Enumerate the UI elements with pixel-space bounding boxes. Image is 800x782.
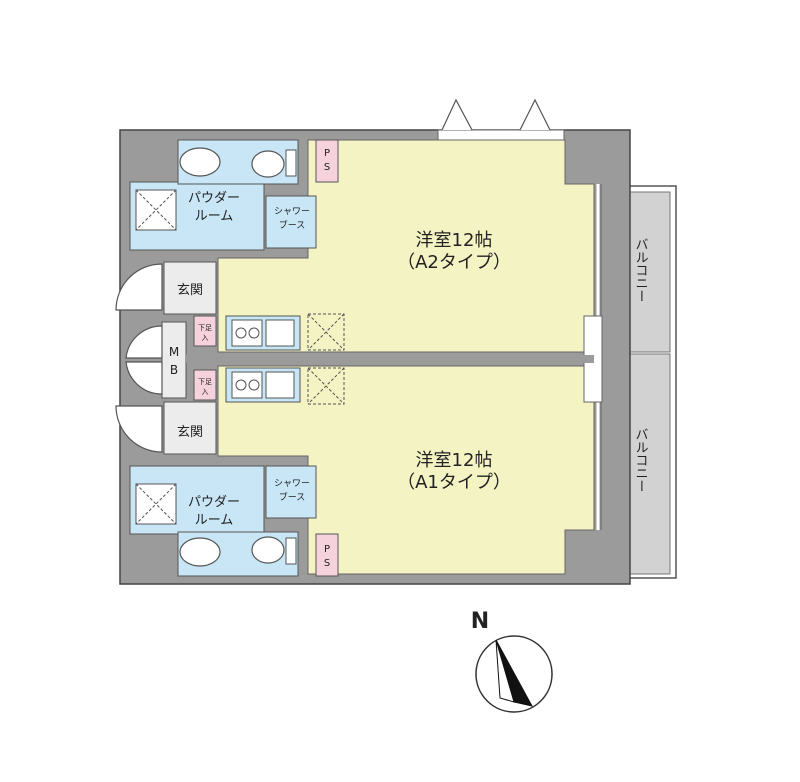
washbasin-bottom-x2 xyxy=(135,483,177,525)
top-window xyxy=(437,129,565,141)
pipe-space-bottom-line2: S xyxy=(324,558,330,569)
meter-box-line1: M xyxy=(169,345,179,359)
western-room-a2-type: （A2タイプ） xyxy=(397,252,511,273)
washbasin-bottom xyxy=(135,483,177,525)
washbasin-bottom-x1 xyxy=(135,483,177,525)
pipe-space-top-line2: S xyxy=(324,162,330,173)
sink-bottom xyxy=(179,537,221,567)
shoe-box-top-line2: 入 xyxy=(202,334,209,342)
entrance-top-label: 玄関 xyxy=(177,283,203,298)
powder-room-top-line2: ルーム xyxy=(195,209,234,224)
mb-door-top xyxy=(125,325,163,359)
shower-booth-bottom xyxy=(265,465,317,519)
shoe-box-top-line1: 下足 xyxy=(198,324,212,332)
fridge-space-top xyxy=(307,313,345,351)
entrance-bottom xyxy=(163,401,217,455)
entrance-bottom-label: 玄関 xyxy=(177,425,203,440)
door-swing-top-left xyxy=(441,98,473,131)
shower-booth-top xyxy=(265,195,317,249)
shoe-box-top xyxy=(193,315,217,347)
toilet-tank-top xyxy=(285,149,297,177)
entrance-door-top xyxy=(115,263,163,311)
shower-booth-top-line2: ブース xyxy=(279,219,306,231)
powder-room-top-line1: パウダー xyxy=(188,191,240,206)
door-swing-top-right xyxy=(519,98,551,131)
stove-bottom-icon xyxy=(231,371,295,399)
western-room-a1-name: 洋室12帖 xyxy=(416,450,493,471)
shower-booth-bottom-line1: シャワー xyxy=(274,479,310,489)
western-room-a1-type: （A1タイプ） xyxy=(397,472,511,493)
balcony-bottom-label: バルコニー xyxy=(633,428,649,493)
toilet-bottom xyxy=(251,536,285,564)
shower-booth-bottom-line2: ブース xyxy=(279,491,306,503)
fridge-space-bottom xyxy=(307,367,345,405)
pipe-space-bottom xyxy=(315,533,339,577)
shoe-box-bottom-line2: 入 xyxy=(202,388,209,396)
toilet-top xyxy=(251,150,285,178)
pipe-space-top-line1: P xyxy=(324,148,330,159)
shoe-box-bottom xyxy=(193,369,217,401)
meter-box xyxy=(161,321,187,399)
pipe-space-top xyxy=(315,139,339,183)
shoe-box-bottom-line1: 下足 xyxy=(198,378,212,386)
powder-room-bottom-line1: パウダー xyxy=(188,495,240,510)
entrance-top xyxy=(163,261,217,315)
compass-needle-tail xyxy=(495,639,515,703)
western-room-a1-floor xyxy=(217,365,595,575)
stove-top-icon xyxy=(231,319,295,347)
mb-door-bottom xyxy=(125,361,163,395)
entrance-door-bottom xyxy=(115,405,163,453)
balcony-top-label: バルコニー xyxy=(633,238,649,303)
compass: N xyxy=(471,609,553,713)
sink-top xyxy=(179,147,221,177)
shower-booth-top-line1: シャワー xyxy=(274,207,310,217)
washbasin-top-x1 xyxy=(135,189,177,231)
meter-box-line2: B xyxy=(170,363,178,377)
western-room-a2-name: 洋室12帖 xyxy=(416,230,493,251)
washbasin-top-x2 xyxy=(135,189,177,231)
powder-room-bottom-line2: ルーム xyxy=(195,513,234,528)
compass-north-label: N xyxy=(471,609,489,634)
washbasin-top xyxy=(135,189,177,231)
pipe-space-bottom-line1: P xyxy=(324,544,330,555)
toilet-tank-bottom xyxy=(285,537,297,565)
